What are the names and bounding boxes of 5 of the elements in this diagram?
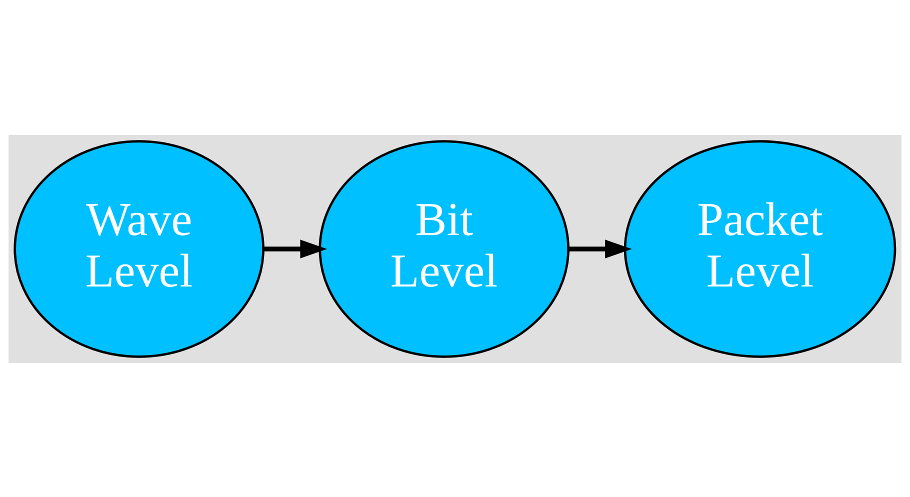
arrow: [263, 239, 327, 258]
node-ellipse: Packet Level: [624, 140, 896, 358]
node-ellipse: Bit Level: [318, 140, 570, 358]
arrow: [568, 239, 632, 258]
node-ellipse: Wave Level: [14, 140, 264, 358]
